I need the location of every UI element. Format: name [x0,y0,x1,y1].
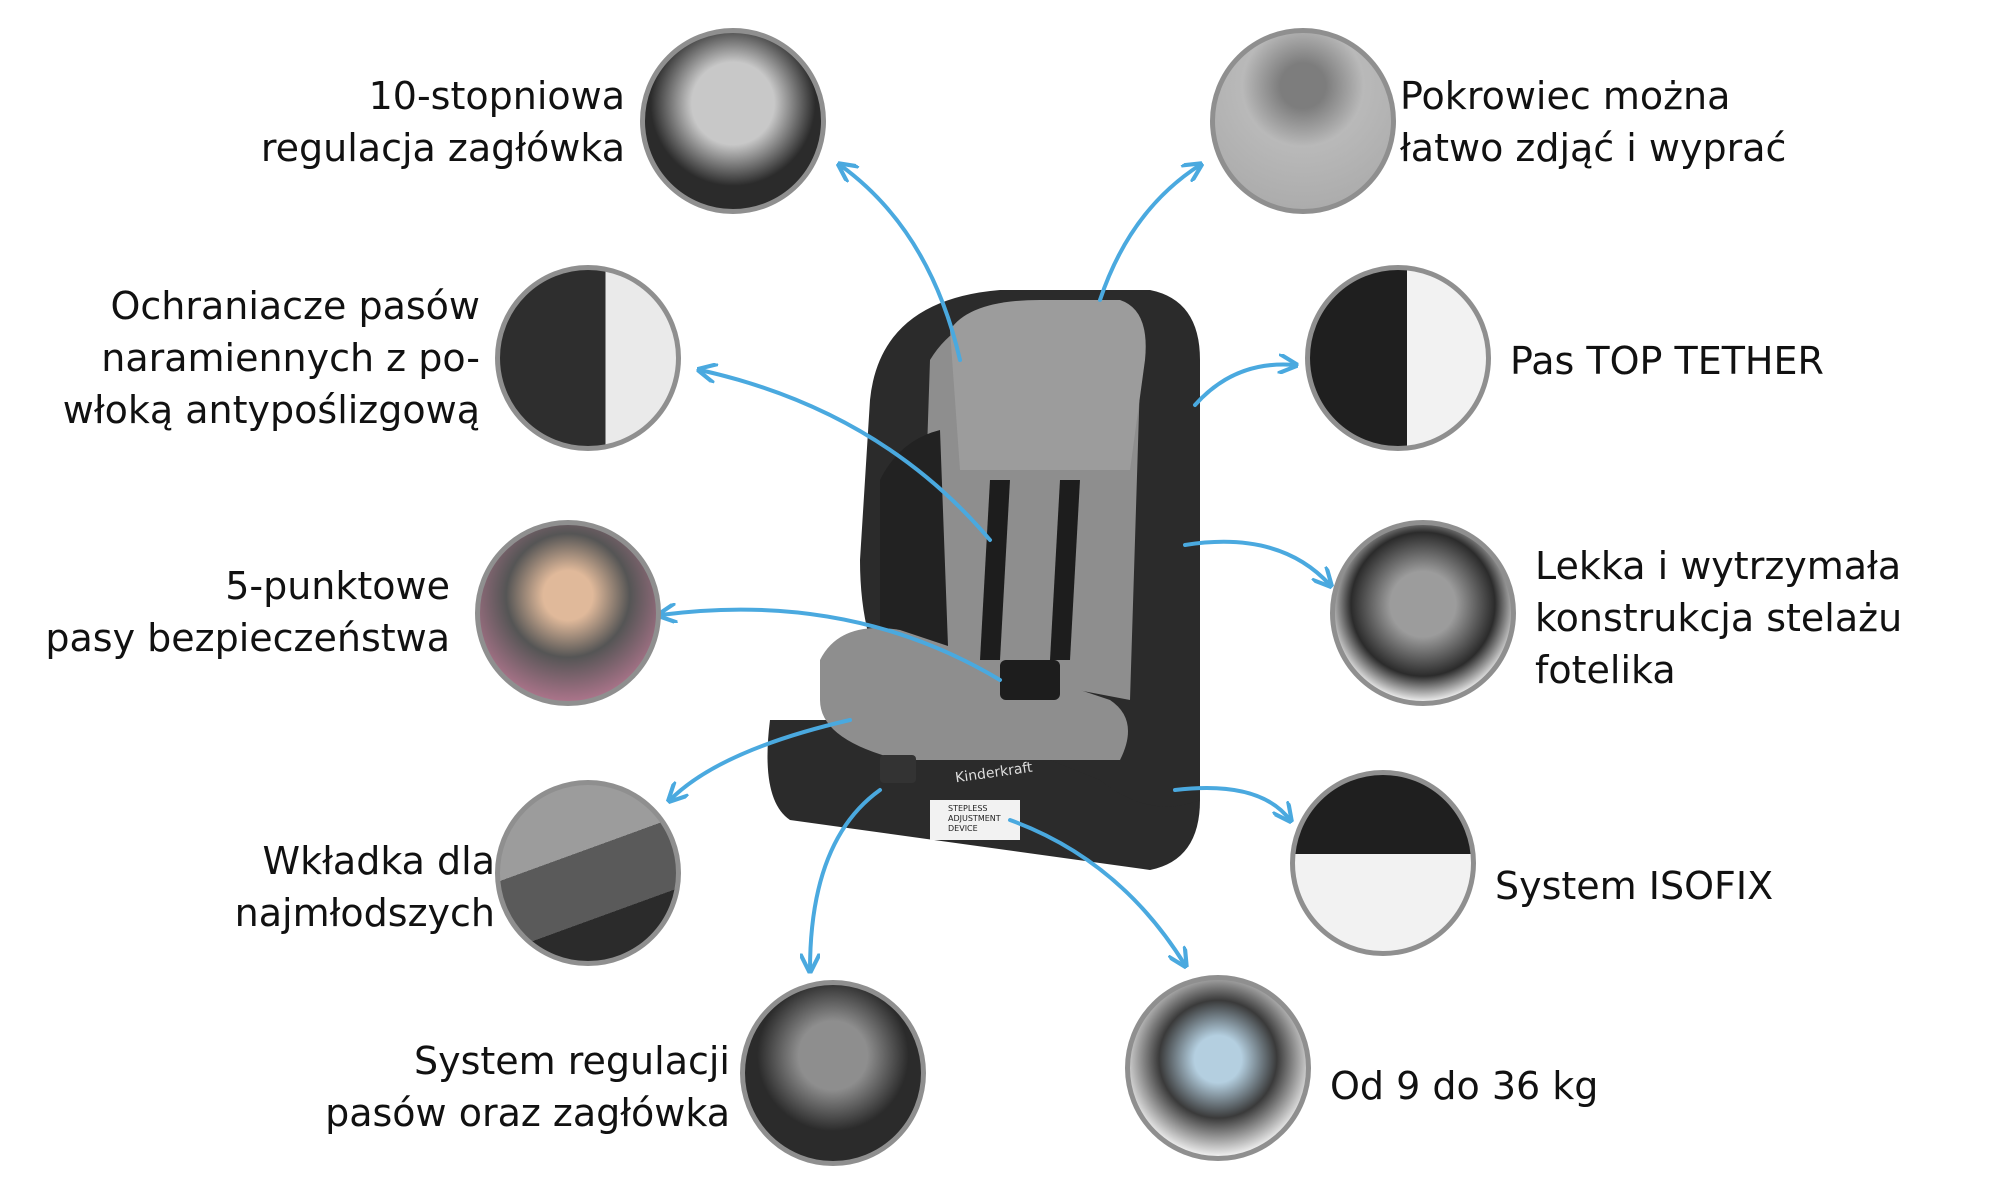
car-seat-image [767,290,1200,870]
arrow-adjustment [810,788,882,970]
arrow-frame [1183,539,1330,585]
strap-pads-label: Ochraniacze pasów naramiennych z po- wło… [62,284,480,432]
harness-label: 5-punktowe pasy bezpieczeństwa [45,564,450,660]
arrows [660,165,1330,970]
seat-sticker: STEPLESS ADJUSTMENT DEVICE [948,804,1001,833]
harness-detail-image [475,520,661,706]
arrow-headrest [840,165,962,362]
arrow-top-tether [1193,365,1295,407]
isofix-label: System ISOFIX [1495,864,1774,908]
insert-detail-image [495,780,681,966]
headrest-detail-image [640,28,826,214]
cover-label: Pokrowiec można łatwo zdjąć i wyprać [1400,74,1787,170]
weight-label: Od 9 do 36 kg [1330,1064,1599,1108]
arrow-isofix [1173,786,1290,820]
arrow-weight [1008,818,1185,965]
adjustment-detail-image [740,980,926,1166]
adjustment-label: System regulacji pasów oraz zagłówka [325,1039,730,1135]
insert-label: Wkładka dla najmłodszych [234,839,495,935]
arrow-harness [660,610,1002,682]
arrow-insert [670,718,852,800]
arrow-strap-pads [700,370,992,542]
frame-detail-image [1330,520,1516,706]
arrow-cover [1098,165,1200,302]
top-tether-detail-image [1305,265,1491,451]
frame-label: Lekka i wytrzymała konstrukcja stelażu f… [1535,544,1903,692]
isofix-detail-image [1290,770,1476,956]
cover-detail-image [1210,28,1396,214]
headrest-label: 10-stopniowa regulacja zagłówka [260,74,625,170]
strap-pads-detail-image [495,265,681,451]
weight-detail-image [1125,975,1311,1161]
top-tether-label: Pas TOP TETHER [1510,339,1824,383]
